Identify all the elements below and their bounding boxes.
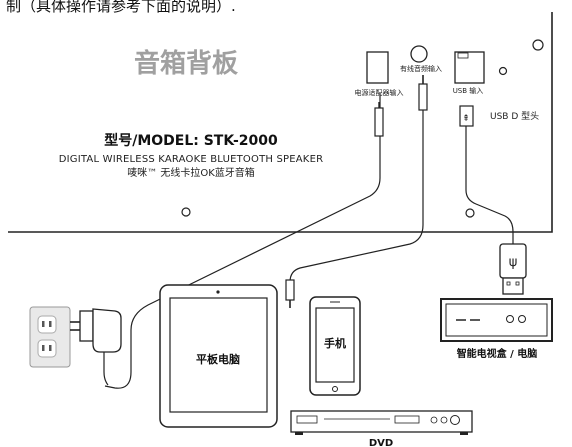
panel-screw-bottom-right [465,208,475,218]
aux-input-port [410,45,428,63]
usb-d-plug [459,105,474,127]
model-subtitle: DIGITAL WIRELESS KARAOKE BLUETOOTH SPEAK… [59,154,323,165]
tv-box-label: 智能电视盒 / 电脑 [457,347,538,360]
power-input-port [366,51,389,84]
panel-screw-top-right [532,39,544,51]
usb-a-plug-tip [502,277,524,295]
dvd-player-device [290,410,473,435]
usb-symbol-small: ⇞ [462,114,470,124]
panel-screw-mid-right [498,66,508,76]
aux-cable [289,87,424,300]
model-chinese-name: 唛咪™ 无线卡拉OK蓝牙音箱 [127,166,255,179]
tv-box-device [440,298,553,342]
usb-cable [465,126,514,245]
usb-input-label: USB 输入 [453,86,484,95]
wall-outlet [29,306,71,368]
aux-input-label: 有线音频输入 [400,64,442,73]
power-adapter [70,308,122,386]
usb-port-slot [457,52,469,59]
usb-d-label: USB D 型头 [490,111,539,122]
aux-plug-bottom [285,279,295,301]
usb-input-port [454,51,485,84]
dvd-label: DVD [369,438,393,447]
tablet-device [159,284,278,428]
tablet-label: 平板电脑 [196,352,240,366]
model-title: 型号/MODEL: STK-2000 [104,132,278,149]
panel-title: 音箱背板 [134,48,238,79]
power-cable [104,93,381,389]
phone-device [309,296,361,396]
power-input-label: 电源适配器输入 [355,88,404,97]
aux-plug-top [418,83,428,111]
power-plug [374,107,384,137]
phone-label: 手机 [324,336,346,350]
usb-symbol-icon: ψ [509,255,518,270]
panel-screw-bottom-left [181,207,191,217]
speaker-back-panel [8,12,553,233]
caption-text: 制（具体操作请参考下面的说明）. [6,0,236,15]
